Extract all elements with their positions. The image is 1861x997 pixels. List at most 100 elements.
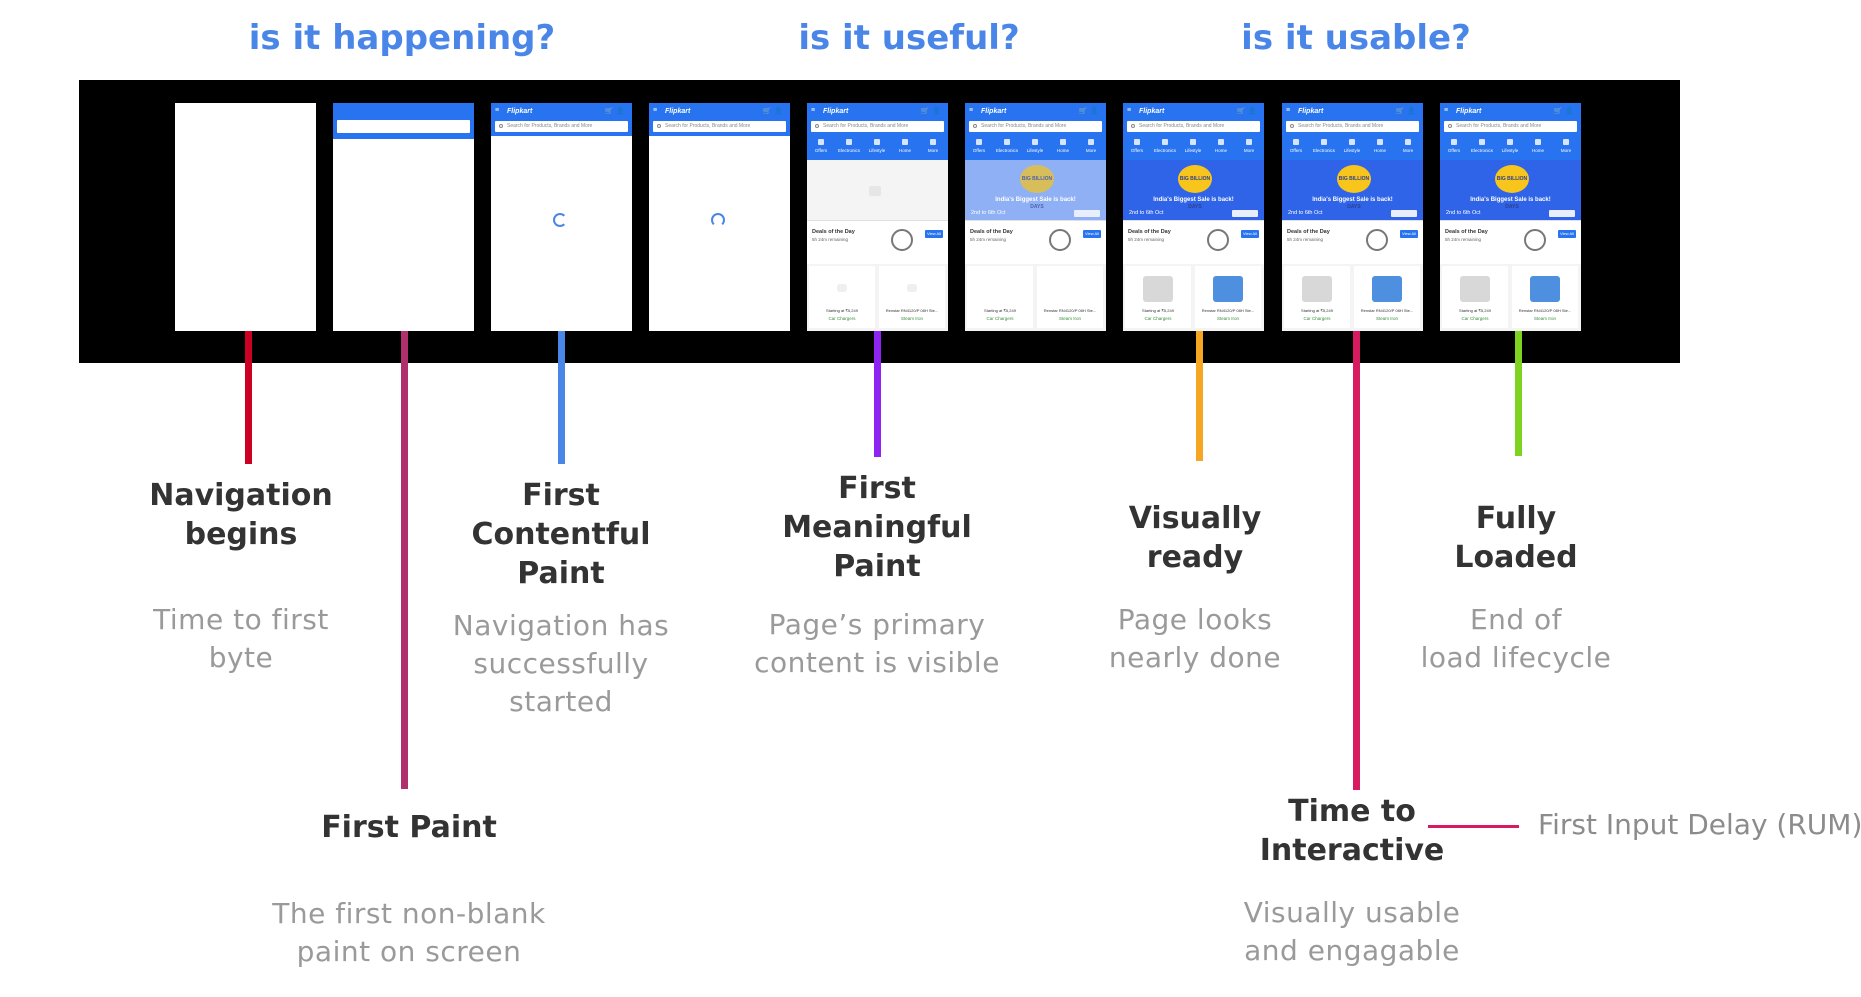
more-icon — [1563, 139, 1569, 145]
home-icon — [1060, 139, 1066, 145]
app-header: ≡ Flipkart 🛒👤 Search for Products, Brand… — [807, 103, 948, 136]
deals-section: Deals of the Day 5h 24m remaining View A… — [807, 220, 948, 265]
deals-title: Deals of the Day — [1287, 229, 1330, 235]
deals-section: Deals of the Day 5h 24m remaining View A… — [1123, 220, 1264, 265]
sale-banner: BIG BILLION DAYS India's Biggest Sale is… — [965, 160, 1106, 220]
sale-banner: BIG BILLION DAYS India's Biggest Sale is… — [1282, 160, 1423, 220]
milestone-stem-6 — [1515, 331, 1522, 456]
deals-remaining: 5h 24m remaining — [970, 237, 1007, 242]
electronics-icon — [1162, 139, 1168, 145]
deals-section: Deals of the Day 5h 24m remaining View A… — [965, 220, 1106, 265]
cart-icon: 🛒👤 — [1078, 108, 1102, 115]
deals-remaining: 5h 24m remaining — [1287, 237, 1324, 242]
offers-icon — [818, 139, 824, 145]
loading-spinner-icon — [711, 213, 725, 227]
sale-text: India's Biggest Sale is back! — [1312, 197, 1393, 203]
search-placeholder: Search for Products, Brands and More — [823, 123, 909, 129]
milestone-stem-2 — [558, 331, 565, 464]
search-placeholder: Search for Products, Brands and More — [1139, 123, 1225, 129]
category-item: Offers — [807, 139, 835, 153]
milestone-stem-3 — [874, 331, 881, 457]
lifestyle-icon — [1507, 139, 1513, 145]
view-all-button[interactable]: View All — [1241, 230, 1259, 238]
sponsor-logo — [1549, 210, 1575, 217]
milestone-stem-1 — [401, 331, 408, 789]
steam-iron-image — [1213, 276, 1243, 302]
menu-icon: ≡ — [495, 107, 500, 114]
category-item: Lifestyle — [863, 139, 891, 153]
cart-icon: 🛒👤 — [604, 108, 628, 115]
search-icon — [815, 124, 819, 128]
lifestyle-icon — [1032, 139, 1038, 145]
sponsor-logo — [1391, 210, 1417, 217]
more-icon — [1088, 139, 1094, 145]
search-box: Search for Products, Brands and More — [1444, 121, 1577, 132]
electronics-icon — [1004, 139, 1010, 145]
steam-iron-image — [1530, 276, 1560, 302]
sale-banner: BIG BILLION DAYS India's Biggest Sale is… — [1123, 160, 1264, 220]
offers-icon — [1451, 139, 1457, 145]
menu-icon: ≡ — [1127, 107, 1132, 114]
app-header: ≡ Flipkart 🛒👤 Search for Products, Brand… — [965, 103, 1106, 136]
sale-text: India's Biggest Sale is back! — [1470, 197, 1551, 203]
product-card[interactable]: Renstar RN4120/P 08H Ste...Steam Iron — [1512, 266, 1578, 328]
search-icon — [1290, 124, 1294, 128]
view-all-button[interactable]: View All — [1400, 230, 1418, 238]
sale-badge: BIG BILLION DAYS — [1495, 165, 1529, 210]
product-card: Renstar RN4120/P 08H Ste...Steam Iron — [879, 266, 945, 328]
first-input-delay-label: First Input Delay (RUM) — [1538, 808, 1861, 841]
search-box: Search for Products, Brands and More — [811, 121, 944, 132]
deals-title: Deals of the Day — [1128, 229, 1171, 235]
menu-icon: ≡ — [1444, 107, 1449, 114]
category-bar: Offers Electronics Lifestyle Home More — [1440, 136, 1581, 160]
image-placeholder-icon — [869, 186, 881, 196]
sale-banner: BIG BILLION DAYS India's Biggest Sale is… — [1440, 160, 1581, 220]
frame-contentful-2: ≡ Flipkart 🛒👤 Search for Products, Brand… — [649, 103, 790, 331]
app-logo: Flipkart — [981, 108, 1007, 115]
more-icon — [1405, 139, 1411, 145]
cart-icon: 🛒👤 — [1553, 108, 1577, 115]
phase-title-useful: is it useful? — [798, 18, 1020, 58]
product-card[interactable]: Renstar RN4120/P 08H Ste...Steam Iron — [1195, 266, 1261, 328]
view-all-button[interactable]: View All — [1083, 230, 1101, 238]
app-header: ≡ Flipkart 🛒👤 Search for Products, Brand… — [1123, 103, 1264, 136]
deals-section: Deals of the Day 5h 24m remaining View A… — [1440, 220, 1581, 265]
product-card[interactable]: Renstar RN4120/P 08H Ste...Steam Iron — [1354, 266, 1420, 328]
app-header: ≡ Flipkart 🛒👤 Search for Products, Brand… — [491, 103, 632, 136]
deals-remaining: 5h 24m remaining — [1445, 237, 1482, 242]
view-all-button[interactable]: View All — [1558, 230, 1576, 238]
category-item: Home — [891, 139, 919, 153]
view-all-button[interactable]: View All — [925, 230, 943, 238]
deals-title: Deals of the Day — [970, 229, 1013, 235]
search-placeholder: Search for Products, Brands and More — [1456, 123, 1542, 129]
home-icon — [902, 139, 908, 145]
search-icon — [657, 124, 661, 128]
frame-contentful-1: ≡ Flipkart 🛒👤 Search for Products, Brand… — [491, 103, 632, 331]
offers-icon — [976, 139, 982, 145]
deals-title: Deals of the Day — [812, 229, 855, 235]
product-card: Renstar RN4120/P 08H Ste...Steam Iron — [1037, 266, 1103, 328]
app-logo: Flipkart — [1139, 108, 1165, 115]
loading-spinner-icon — [553, 213, 567, 227]
menu-icon: ≡ — [969, 107, 974, 114]
search-placeholder: Search for Products, Brands and More — [1298, 123, 1384, 129]
milestone-title: First Paint — [321, 810, 497, 845]
car-charger-image — [1460, 276, 1490, 302]
menu-icon: ≡ — [1286, 107, 1291, 114]
menu-icon: ≡ — [811, 107, 816, 114]
deals-title: Deals of the Day — [1445, 229, 1488, 235]
